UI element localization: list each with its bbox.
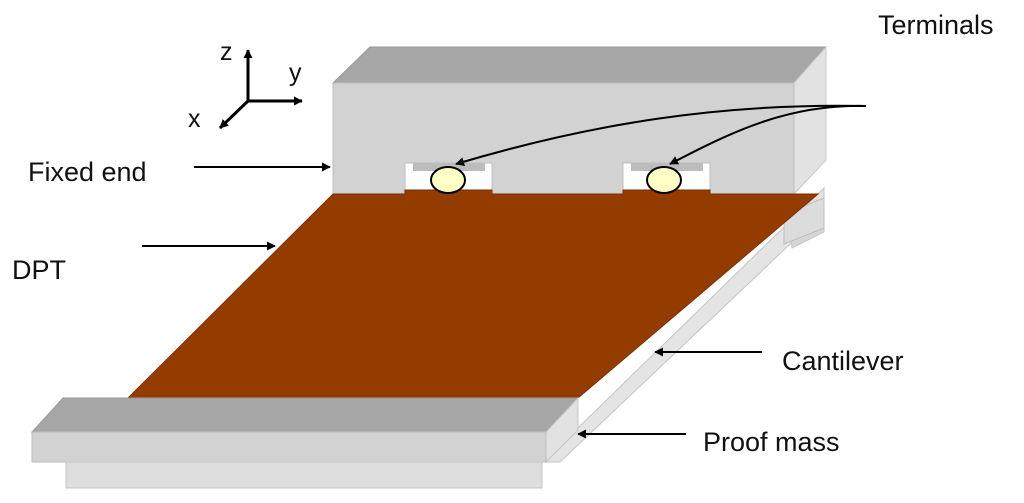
proof-mass-label: Proof mass xyxy=(703,427,840,457)
z-axis-label: z xyxy=(220,38,233,66)
terminals-label: Terminals xyxy=(878,10,994,40)
dpt-layer xyxy=(126,189,820,399)
y-axis-label: y xyxy=(289,59,302,87)
terminal-leader-right xyxy=(669,104,867,165)
terminal-leaders xyxy=(455,104,867,166)
terminal-leader-left xyxy=(455,104,867,166)
proof-mass xyxy=(30,396,580,489)
fixed-block-front-face xyxy=(332,82,795,195)
terminal-right xyxy=(646,166,682,194)
x-axis-arrow xyxy=(218,99,250,130)
cantilever-beam xyxy=(541,186,825,463)
dpt-label: DPT xyxy=(12,255,66,285)
terminal-left xyxy=(430,166,466,194)
cantilever-label: Cantilever xyxy=(782,346,904,376)
fixed-block-top-face xyxy=(331,46,828,84)
proof-mass-lower-step xyxy=(65,461,543,489)
fixed-end-block xyxy=(331,45,828,196)
x-axis-label: x xyxy=(188,105,201,133)
proof-mass-front-face xyxy=(31,431,547,463)
coordinate-axes: z y x xyxy=(188,38,303,133)
cantilever-support-foot xyxy=(783,197,825,245)
proof-mass-top-face xyxy=(30,397,580,433)
fixed-end-label: Fixed end xyxy=(28,157,147,187)
